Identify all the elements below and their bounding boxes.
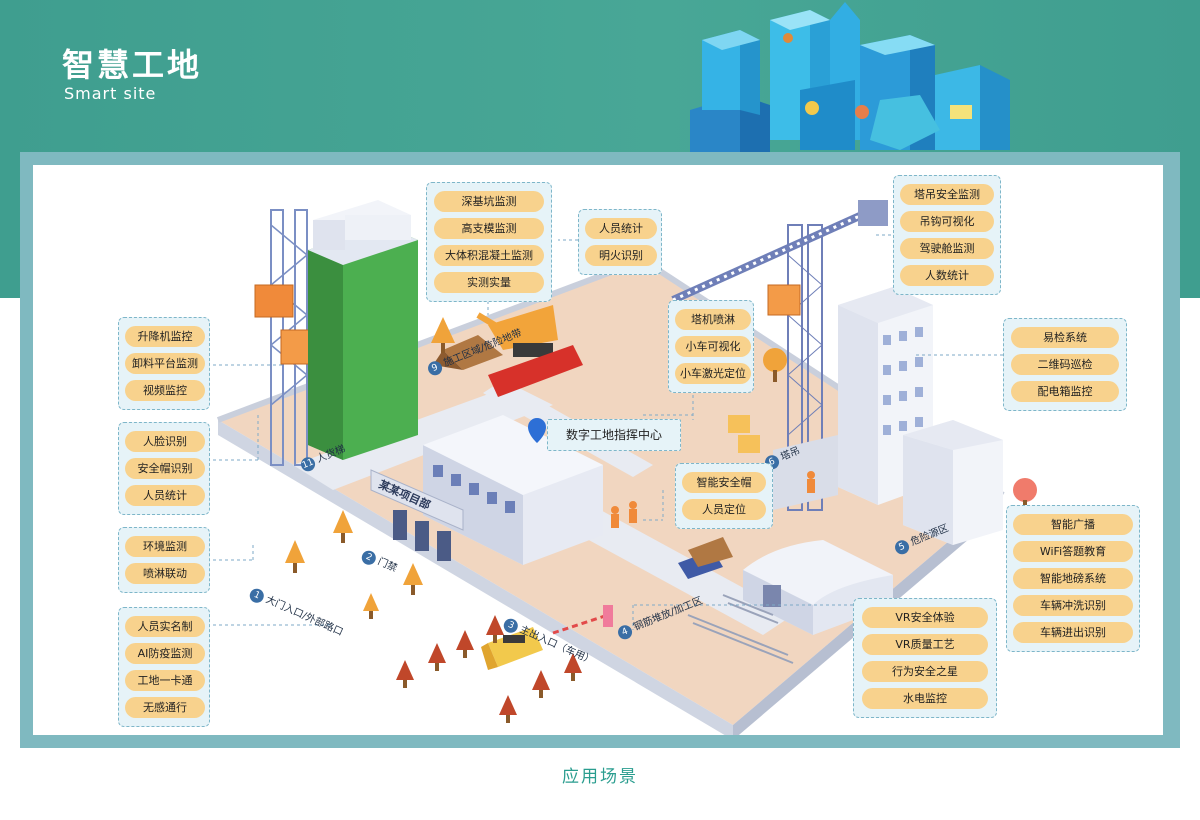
feature-pill: 二维码巡检 (1011, 354, 1119, 375)
trees (285, 317, 1037, 723)
connector-lines (213, 234, 1014, 630)
material-boxes (728, 415, 760, 453)
feature-pill: 智能安全帽 (682, 472, 766, 493)
face-recognition-group: 人脸识别 安全帽识别 人员统计 (118, 422, 210, 515)
excavation-area (433, 305, 583, 397)
command-center-building (423, 415, 603, 565)
figure-caption: 应用场景 (562, 767, 638, 787)
project-gate (370, 469, 464, 561)
feature-pill: 无感通行 (125, 697, 205, 718)
command-center-label: 数字工地指挥中心 (547, 419, 682, 451)
feature-pill: 大体积混凝土监测 (434, 245, 544, 266)
construction-site-scene: 某某项目部 (213, 200, 1037, 735)
feature-pill: 车辆进出识别 (1013, 622, 1133, 643)
feature-pill: 人员统计 (125, 485, 205, 506)
fire-detection-group: 人员统计 明火识别 (578, 209, 662, 275)
feature-pill: 智能地磅系统 (1013, 568, 1133, 589)
feature-pill: 吊钩可视化 (900, 211, 994, 232)
tower-crane-group: 塔吊安全监测 吊钩可视化 驾驶舱监测 人数统计 (893, 175, 1001, 295)
feature-pill: 升降机监控 (125, 326, 205, 347)
right-buildings (838, 287, 1003, 545)
feature-pill: 车辆冲洗识别 (1013, 595, 1133, 616)
feature-pill: 视频监控 (125, 380, 205, 401)
feature-pill: 智能广播 (1013, 514, 1133, 535)
feature-pill: 人数统计 (900, 265, 994, 286)
delivery-truck (481, 627, 543, 670)
feature-pill: 安全帽识别 (125, 458, 205, 479)
feature-pill: 塔机喷淋 (675, 309, 751, 330)
hoist-monitoring-group: 升降机监控 卸料平台监测 视频监控 (118, 317, 210, 410)
feature-pill: 行为安全之星 (862, 661, 988, 682)
pit-monitoring-group: 深基坑监测 高支模监测 大体积混凝土监测 实测实量 (426, 182, 552, 302)
feature-pill: 深基坑监测 (434, 191, 544, 212)
city-illustration (690, 2, 1010, 160)
feature-pill: 高支模监测 (434, 218, 544, 239)
feature-pill: 易检系统 (1011, 327, 1119, 348)
vr-experience-group: VR安全体验 VR质量工艺 行为安全之星 水电监控 (853, 598, 997, 718)
feature-pill: 明火识别 (585, 245, 657, 266)
feature-pill: 人脸识别 (125, 431, 205, 452)
tower-crane (671, 200, 888, 511)
feature-pill: VR质量工艺 (862, 634, 988, 655)
feature-pill: 配电箱监控 (1011, 381, 1119, 402)
feature-pill: 塔吊安全监测 (900, 184, 994, 205)
patrol-group: 易检系统 二维码巡检 配电箱监控 (1003, 318, 1127, 411)
feature-pill: 卸料平台监测 (125, 353, 205, 374)
feature-pill: 实测实量 (434, 272, 544, 293)
trolley-group: 塔机喷淋 小车可视化 小车激光定位 (668, 300, 754, 393)
feature-pill: 小车激光定位 (675, 363, 751, 384)
page-title: 智慧工地 (62, 46, 203, 84)
feature-pill: 喷淋联动 (125, 563, 205, 584)
feature-pill: 人员定位 (682, 499, 766, 520)
feature-pill: 驾驶舱监测 (900, 238, 994, 259)
feature-pill: WiFi答题教育 (1013, 541, 1133, 562)
page-subtitle: Smart site (64, 84, 157, 103)
environment-group: 环境监测 喷淋联动 (118, 527, 210, 593)
feature-pill: 人员实名制 (125, 616, 205, 637)
dump-truck (678, 537, 733, 579)
realname-group: 人员实名制 AI防疫监测 工地一卡通 无感通行 (118, 607, 210, 727)
green-building (308, 200, 418, 460)
feature-pill: 环境监测 (125, 536, 205, 557)
feature-pill: VR安全体验 (862, 607, 988, 628)
warehouse-building (743, 540, 893, 635)
broadcast-group: 智能广播 WiFi答题教育 智能地磅系统 车辆冲洗识别 车辆进出识别 (1006, 505, 1140, 652)
feature-pill: 小车可视化 (675, 336, 751, 357)
feature-pill: AI防疫监测 (125, 643, 205, 664)
feature-pill: 人员统计 (585, 218, 657, 239)
diagram-canvas: 某某项目部 (33, 165, 1163, 735)
smart-helmet-group: 智能安全帽 人员定位 (675, 463, 773, 529)
workers (611, 471, 815, 528)
feature-pill: 工地一卡通 (125, 670, 205, 691)
feature-pill: 水电监控 (862, 688, 988, 709)
